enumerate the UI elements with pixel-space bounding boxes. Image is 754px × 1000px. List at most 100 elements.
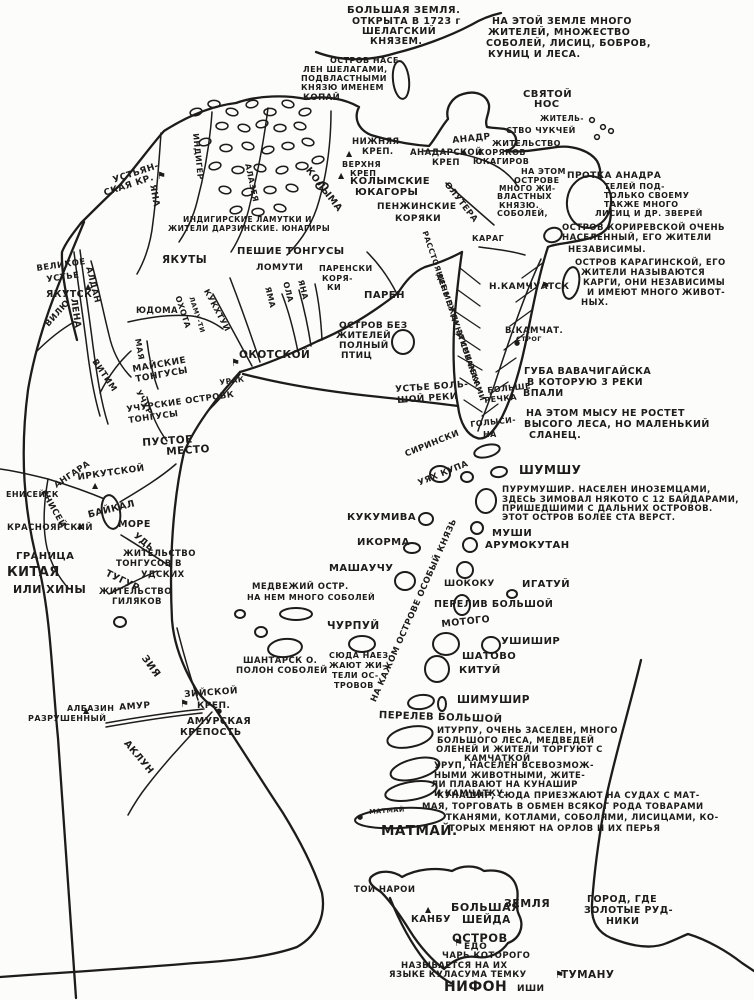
shumshu-label: ШУМШУ: [519, 463, 582, 477]
bird-island-note-l4: ПТИЦ: [341, 351, 373, 361]
marsh-dot-icon: [198, 137, 212, 147]
bird-island: [391, 329, 415, 355]
kolymskie-yukagory-l2: ЮКАГОРЫ: [355, 187, 419, 198]
iturpu-note-l2: БОЛЬШОГО ЛЕСА, МЕДВЕДЕЙ: [437, 736, 595, 746]
kolymskie-yukagory-l1: КОЛЫМСКИЕ: [350, 176, 431, 187]
river-alazeya: [230, 107, 269, 253]
gilyaki-l2: ГИЛЯКОВ: [112, 597, 162, 607]
ushishir-island: [481, 636, 501, 654]
kamchatka-ribs: [455, 261, 545, 417]
marsh-dot-icon: [275, 165, 289, 175]
syuda-note-l4: ТРОВОВ: [334, 681, 374, 690]
river-amur-1: [105, 708, 205, 724]
ikorma-label: ИКОРМА: [357, 537, 410, 548]
tongusy-udskie-l1: ЖИТЕЛЬСТВО: [123, 549, 196, 559]
igatuy-label: ИГАТУЙ: [522, 579, 571, 590]
small-island: [234, 609, 246, 619]
marsh-dot-icon: [261, 145, 275, 155]
verkhne-kamchatsk-ostrog: СТРОГ: [516, 335, 542, 343]
marsh-dot-icon: [273, 123, 287, 133]
kanbu-fort-icon: ▲: [425, 905, 432, 914]
kituy-label: КИТУЙ: [459, 665, 501, 676]
igatuy-island: [506, 589, 518, 599]
iturpu-island: [386, 725, 434, 749]
arumokutan-label: АРУМОКУТАН: [485, 540, 570, 551]
river-okhota: [212, 293, 253, 367]
anadyr-island-note-l7: КНЯЗЮ.: [499, 201, 540, 210]
shelag-island-note-l4: КНЯЗЮ ИМЕНЕМ: [301, 83, 384, 92]
yudoma-river-label: ЮДОМА: [136, 306, 179, 316]
shatovo-label: ШАТОВО: [462, 651, 517, 662]
karaginskoy-note-l1: ОСТРОВ КАРАГИНСКОЙ, ЕГО: [575, 258, 726, 268]
purumushir-note-l3: ПРИШЕДШИМИ С ДАЛЬНИХ ОСТРОВОВ.: [502, 504, 713, 514]
marsh-dot-icon: [215, 121, 229, 131]
marsh-dot-icon: [218, 185, 232, 195]
bolshaya-sheyda-l3: ШЕЙДА: [462, 914, 511, 926]
river-yana-okhotsk: [314, 283, 323, 341]
purumushir-note-l1: ПУРУМУШИР. НАСЕЛЕН ИНОЗЕМЦАМИ,: [502, 485, 711, 495]
east-land-coast: [590, 658, 754, 973]
kamchatka-east-coast: [456, 245, 550, 440]
lamutki-note-l1: ИНДИГИРСКИЕ ЛАМУТКИ И: [183, 215, 312, 224]
verkhnyaya-krep-l1: ВЕРХНЯ: [342, 160, 382, 169]
anadarskaya-krep-l2: КРЕП: [432, 158, 460, 168]
granitsa-l1: ГРАНИЦА: [16, 551, 75, 562]
anadyr-island-note-l1: НА ЭТОМ: [521, 167, 566, 176]
shantarsk-note-l2: ПОЛОН СОБОЛЕЙ: [236, 666, 328, 676]
shatovo-island: [432, 632, 460, 656]
bird-island-note-l3: ПОЛНЫЙ: [339, 341, 389, 351]
river-olutera: [445, 182, 495, 226]
nizhnyaya-krep-l2: КРЕП.: [362, 147, 394, 157]
anadarskaya-fort-icon: ▲: [461, 147, 468, 156]
arumokutan-island: [462, 537, 478, 553]
marsh-dot-icon: [599, 123, 607, 131]
bolshaya-zemlya-note-l2: ОТКРЫТА В 1723 г: [352, 16, 461, 27]
marsh-dot-icon: [251, 207, 265, 217]
marsh-dot-icon: [301, 137, 315, 147]
anadyr-island-note-l9: СОБОЛЕЙ,: [497, 209, 549, 218]
lamutki-note-l2: ЖИТЕЛИ ДАРЗИНСКИЕ. ЮНАГИРЫ: [168, 224, 331, 233]
river-aldan: [90, 260, 132, 378]
urup-note-l2: НЫМИ ЖИВОТНЫМИ, ЖИТЕ-: [434, 771, 586, 781]
river-amur-2: [105, 712, 203, 728]
rivers: [0, 107, 526, 816]
gilyaki-l1: ЖИТЕЛЬСТВО: [99, 587, 172, 597]
river-baikal-inflow: [119, 463, 177, 503]
purumushir-island: [474, 488, 498, 514]
kunashir-note-l4: ТОРЫХ МЕНЯЮТ НА ОРЛОВ И ИХ ПЕРЬЯ: [449, 824, 661, 834]
kunashir-note-l2: МАЯ, ТОРГОВАТЬ В ОБМЕН ВСЯКОГ РОДА ТОВАР…: [422, 802, 704, 812]
okhotsk-to-kamchatka-coast: [241, 372, 460, 408]
penzhinskie-koryaki-l2: КОРЯКИ: [395, 214, 442, 224]
shimushir-islet: [437, 696, 447, 712]
anadyr-island-note-l4: ТЕЛЕЙ ПОД-: [604, 182, 665, 191]
river-yana: [136, 132, 162, 275]
verkhne-kamchatsk-dot-icon: ●: [514, 339, 521, 347]
shelag-island-note-l5: КОПАЙ: [303, 93, 341, 103]
ostrov-edo-l4: НАЗЫВАЕТСЯ НА ИХ: [401, 961, 508, 971]
marsh-dot-icon: [241, 141, 255, 151]
ostrov-edo-l2: ЕДО: [464, 942, 488, 952]
river-kolyma: [286, 110, 332, 256]
yakutsk-fort-icon: ▲: [85, 282, 92, 291]
river-enisey: [43, 478, 70, 590]
karaginskoy-island: [561, 266, 581, 300]
albazin-fort-icon: ▲: [83, 706, 90, 715]
marsh-dot-icon: [189, 107, 203, 117]
gold-city-l3: НИКИ: [606, 916, 640, 927]
yakutsk-label: ЯКУТСК: [46, 289, 93, 300]
syuda-note-l1: СЮДА НАЕЗ-: [329, 651, 393, 660]
marsh-dot-icon: [607, 127, 615, 135]
marsh-dot-icon: [285, 183, 299, 193]
zemlya-note-l1: НА ЭТОЙ ЗЕМЛЕ МНОГО: [492, 16, 632, 27]
anadyr-island-note-l5: ВЛАСТНЫХ: [497, 192, 553, 201]
river-urak: [206, 373, 241, 413]
kuril-island: [473, 443, 501, 459]
marsh-dot-icon: [231, 165, 245, 175]
shantarsk-note-l1: ШАНТАРСК О.: [243, 656, 318, 666]
syuda-note-l2: ЖАЮТ ЖИ-: [329, 661, 387, 670]
karaginskoy-note-l2: ЖИТЕЛИ НАЗЫВАЮТСЯ: [581, 268, 706, 278]
medvezhiy-note-l1: МЕДВЕЖИЙ ОСТР.: [252, 582, 349, 592]
river-tugur: [108, 570, 158, 595]
purumushir-note-l2: ЗДЕСЬ ЗИМОВАЛ НЯКОТО С 12 БАЙДАРАМИ,: [502, 495, 739, 505]
